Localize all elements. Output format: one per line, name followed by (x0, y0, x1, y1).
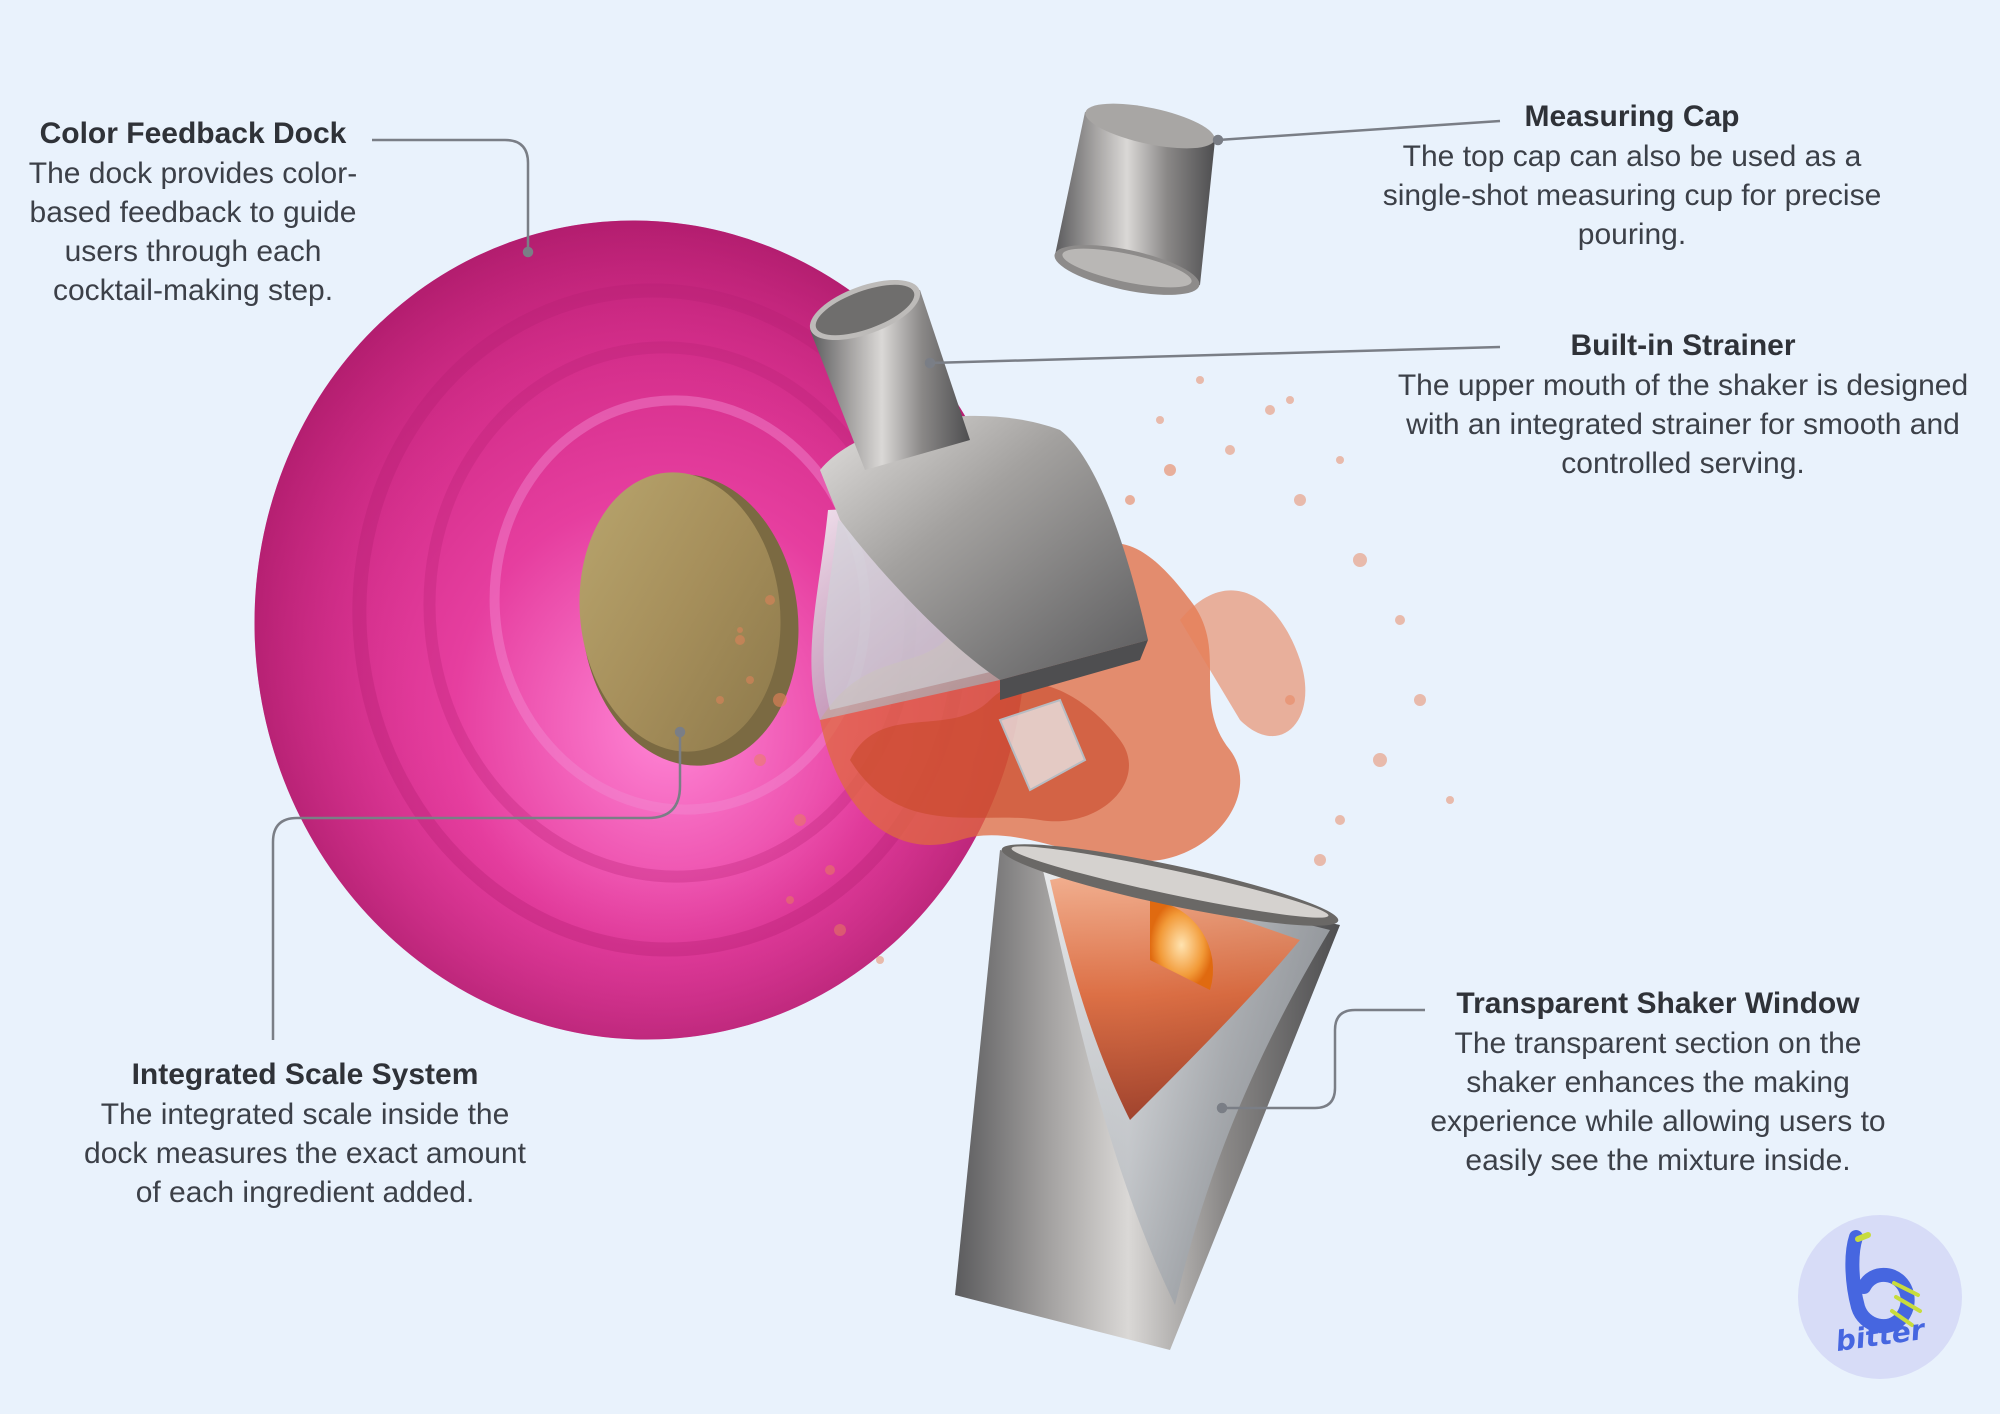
callout-built-in-strainer: Built-in Strainer The upper mouth of the… (1395, 326, 1971, 483)
leader-measuring-cap (1217, 119, 1501, 142)
bitter-logo-icon (1845, 1230, 1922, 1333)
scale-plate (579, 472, 799, 766)
measuring-cap-description: The top cap can also be used as a single… (1382, 140, 1882, 251)
integrated-scale-system-description: The integrated scale inside the dock mea… (84, 1098, 526, 1209)
color-feedback-dock-title: Color Feedback Dock (39, 117, 347, 150)
callout-integrated-scale-system: Integrated Scale System The integrated s… (80, 1055, 530, 1212)
color-feedback-dock-description: The dock provides color-based feedback t… (28, 157, 358, 307)
transparent-shaker-window-title: Transparent Shaker Window (1456, 987, 1860, 1020)
lower-shaker (955, 844, 1340, 1350)
integrated-scale-system-title: Integrated Scale System (131, 1058, 479, 1091)
leader-integrated-scale-system (271, 732, 682, 1040)
leader-color-feedback-dock (372, 138, 530, 252)
bitter-logo-badge: bitter (1798, 1215, 1962, 1379)
callout-color-feedback-dock: Color Feedback Dock The dock provides co… (25, 114, 361, 310)
leader-built-in-strainer (929, 345, 1501, 365)
transparent-shaker-window-description: The transparent section on the shaker en… (1430, 1027, 1886, 1177)
built-in-strainer-description: The upper mouth of the shaker is designe… (1397, 369, 1969, 480)
ice-cube (998, 698, 1087, 792)
built-in-strainer-title: Built-in Strainer (1570, 329, 1796, 362)
upper-shaker (809, 279, 1148, 720)
leader-lines (271, 119, 1501, 1114)
measuring-cap (1054, 103, 1215, 295)
leader-transparent-shaker-window (1222, 1008, 1425, 1110)
measuring-cap-title: Measuring Cap (1524, 100, 1740, 133)
callout-measuring-cap: Measuring Cap The top cap can also be us… (1360, 97, 1904, 254)
callout-transparent-shaker-window: Transparent Shaker Window The transparen… (1410, 984, 1906, 1180)
